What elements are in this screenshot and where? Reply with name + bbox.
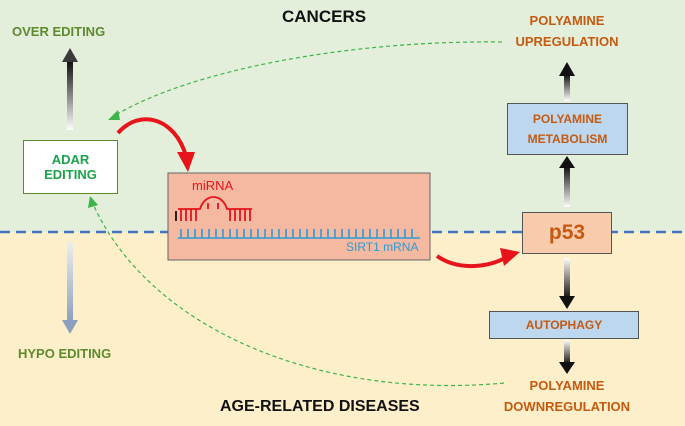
downregulation-to-adar-feedback-arrow [88, 196, 505, 387]
polyamine-up-line2: UPREGULATION [515, 33, 619, 49]
p53-to-metabolism-arrow [559, 156, 575, 207]
metabolism-to-upregulation-arrow [559, 62, 575, 101]
hypo-editing-arrow [62, 242, 78, 334]
hypo-editing-label: HYPO EDITING [18, 346, 112, 361]
polyamine-downregulation-label: POLYAMINE DOWNREGULATION [497, 378, 637, 414]
mrna-to-p53-arrow [435, 248, 520, 269]
sirt1-mrna-box [167, 172, 431, 261]
over-editing-arrow [62, 48, 78, 130]
adar-label-line1: ADAR [51, 152, 90, 167]
polyamine-up-line1: POLYAMINE [529, 13, 605, 28]
polyamine-metabolism-box: POLYAMINE METABOLISM [507, 103, 628, 155]
p53-to-autophagy-arrow [559, 258, 575, 309]
adar-to-mrna-arrow [116, 117, 195, 172]
autophagy-to-downregulation-arrow [559, 340, 575, 374]
adar-label-line2: EDITING [44, 167, 97, 182]
mirna-strand [175, 196, 252, 221]
polyamine-down-line2: DOWNREGULATION [503, 398, 631, 414]
over-editing-label: OVER EDITING [12, 24, 106, 39]
polyamine-down-line1: POLYAMINE [529, 378, 605, 393]
polyamine-upregulation-label: POLYAMINE UPREGULATION [508, 13, 626, 49]
sirt1-mrna-label: SIRT1 mRNA [346, 240, 419, 254]
cancers-title: CANCERS [282, 7, 367, 26]
polyamine-metab-line2: METABOLISM [527, 132, 608, 146]
p53-box: p53 [522, 212, 612, 254]
sirt1-mrna-strand [178, 229, 420, 239]
mirna-label: miRNA [192, 178, 234, 193]
polyamine-metab-line1: POLYAMINE [532, 112, 603, 126]
age-related-diseases-title: AGE-RELATED DISEASES [220, 398, 420, 415]
autophagy-box: AUTOPHAGY [489, 311, 639, 339]
adar-editing-box: ADAR EDITING [23, 140, 118, 194]
upregulation-to-adar-feedback-arrow [108, 41, 503, 120]
